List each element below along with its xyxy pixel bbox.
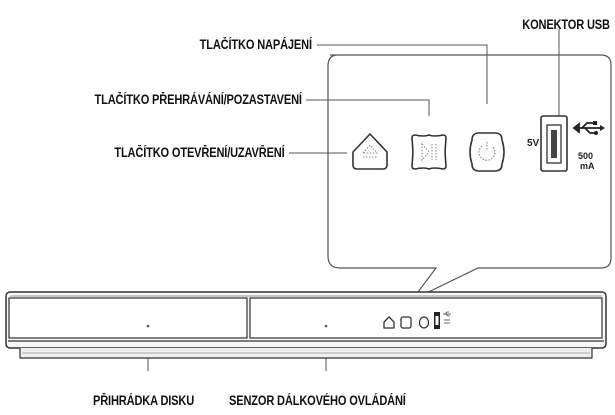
remote-sensor-marker [324, 324, 328, 328]
play-pause-icon [411, 134, 447, 170]
usb-voltage-label: 5V [527, 138, 540, 149]
open-close-button-label: TLAČÍTKO OTEVŘENÍ/UZAVŘENÍ [114, 145, 285, 160]
usb-current-value: 500 [578, 151, 594, 161]
small-usb-icon [443, 311, 451, 324]
bluray-player-body [5, 291, 607, 359]
small-eject-button [383, 316, 395, 329]
eject-button-large [352, 133, 388, 170]
play-pause-button-label: TLAČÍTKO PŘEHRÁVÁNÍ/POZASTAVENÍ [94, 92, 302, 107]
usb-connector-label: KONEKTOR USB [522, 17, 610, 32]
small-power-button [418, 316, 430, 329]
remote-sensor-label: SENZOR DÁLKOVÉHO OVLÁDÁNÍ [229, 393, 406, 408]
disc-tray-marker [146, 324, 150, 328]
power-button-large [469, 132, 505, 172]
disc-tray-door [8, 297, 248, 339]
usb-icon [572, 121, 605, 135]
zoom-callout [327, 54, 612, 301]
usb-port-large [540, 115, 568, 172]
power-icon [478, 145, 496, 161]
leader-power [317, 44, 488, 104]
usb-current-unit: mA [580, 161, 595, 171]
power-button-label: TLAČÍTKO NAPÁJENÍ [199, 37, 312, 52]
disc-tray-label: PŘIHRÁDKA DISKU [93, 393, 195, 408]
play-pause-button-large [411, 134, 447, 170]
front-panel-controls [383, 312, 440, 329]
small-play-pause-button [400, 316, 412, 329]
eject-icon [352, 133, 388, 170]
leader-play-pause [306, 99, 430, 116]
